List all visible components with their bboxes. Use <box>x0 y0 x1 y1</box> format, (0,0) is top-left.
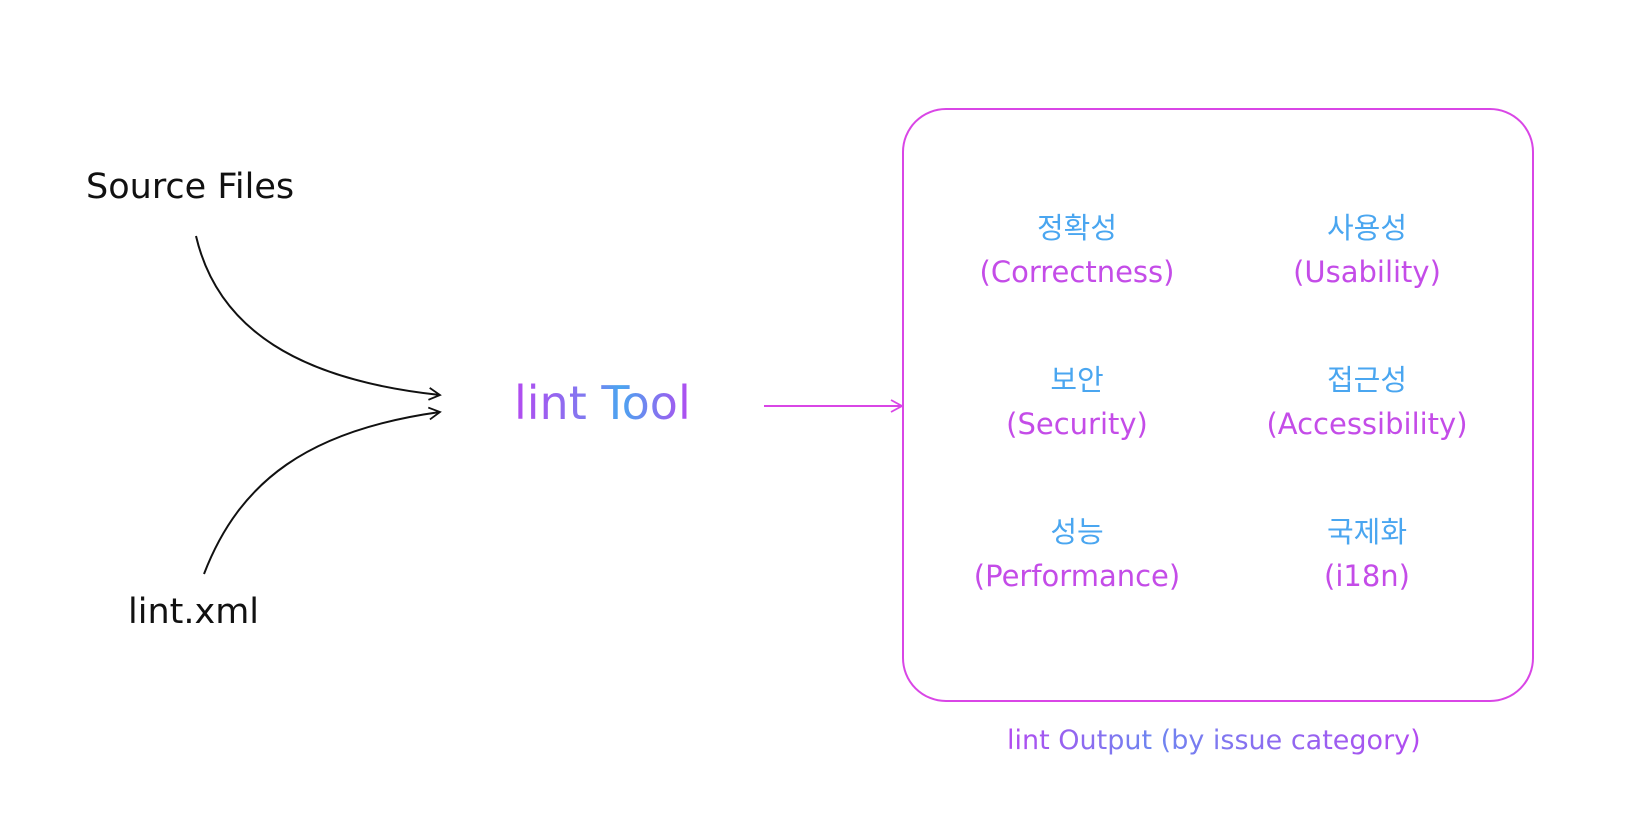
category-accessibility: 접근성 (Accessibility) <box>1222 358 1512 446</box>
category-korean-label: 정확성 <box>1036 211 1118 245</box>
category-performance: 성능 (Performance) <box>932 510 1222 598</box>
category-security: 보안 (Security) <box>932 358 1222 446</box>
category-korean-label: 사용성 <box>1326 211 1408 245</box>
category-usability: 사용성 (Usability) <box>1222 206 1512 294</box>
category-correctness: 정확성 (Correctness) <box>932 206 1222 294</box>
category-i18n: 국제화 (i18n) <box>1222 510 1512 598</box>
category-english-label: (Usability) <box>1293 255 1441 289</box>
category-english-label: (i18n) <box>1324 559 1410 593</box>
category-korean-label: 보안 <box>1050 363 1104 397</box>
category-english-label: (Security) <box>1006 407 1148 441</box>
lint-xml-arrow <box>203 406 442 575</box>
category-english-label: (Performance) <box>973 559 1181 593</box>
category-english-label: (Accessibility) <box>1266 407 1468 441</box>
lint-xml-label: lint.xml <box>128 592 260 632</box>
lint-output-caption: lint Output (by issue category) <box>1007 725 1421 756</box>
category-korean-label: 국제화 <box>1326 515 1408 549</box>
category-korean-label: 성능 <box>1050 515 1104 549</box>
source-files-arrow <box>195 235 442 401</box>
source-files-label: Source Files <box>86 167 295 207</box>
category-korean-label: 접근성 <box>1326 363 1408 397</box>
lint-output-box <box>902 108 1534 702</box>
lint-tool-label: lint Tool <box>514 376 691 430</box>
category-english-label: (Correctness) <box>979 255 1175 289</box>
